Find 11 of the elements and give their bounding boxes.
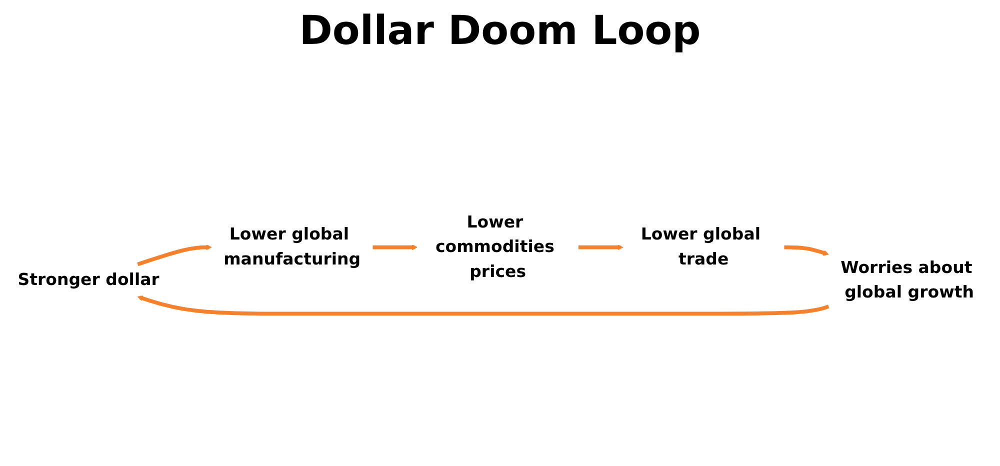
node-text: Worries about global growth [840,258,974,302]
node-text: Lower global trade [640,225,760,269]
arrow [578,244,624,250]
node-text: Lower global manufacturing [224,225,361,269]
arrow [372,244,418,250]
title: Dollar Doom Loop [299,8,701,54]
arrow [784,245,829,256]
arrow [137,296,830,316]
node-text: Lower commodities prices [435,212,554,282]
node-text: Stronger dollar [18,270,160,290]
arrow [137,244,212,266]
